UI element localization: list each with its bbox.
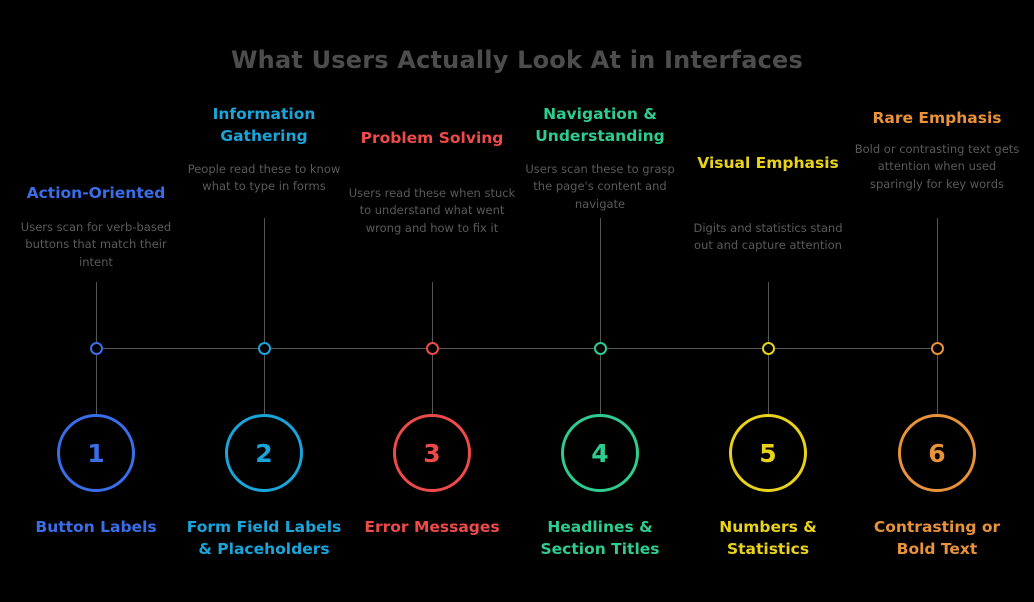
connector-line-lower-3 [431, 348, 433, 414]
step-label-2: Form Field Labels & Placeholders [186, 518, 342, 559]
step-number-circle-3[interactable]: 3 [393, 414, 471, 492]
connector-line-lower-6 [936, 348, 938, 414]
step-number-circle-6[interactable]: 6 [898, 414, 976, 492]
timeline-axis [96, 348, 937, 349]
timeline-marker-6[interactable] [930, 341, 944, 355]
step-number-circle-2[interactable]: 2 [225, 414, 303, 492]
connector-line-4 [599, 218, 601, 348]
step-number-circle-4[interactable]: 4 [561, 414, 639, 492]
step-description-4: Users scan these to grasp the page's con… [525, 162, 675, 211]
step-description-2: People read these to know what to type i… [187, 162, 341, 194]
step-number-circle-1[interactable]: 1 [57, 414, 135, 492]
step-description-3: Users read these when stuck to understan… [348, 186, 516, 235]
connector-line-6 [936, 218, 938, 348]
timeline-marker-1[interactable] [89, 341, 103, 355]
step-heading-5: Visual Emphasis [697, 154, 839, 172]
step-description-6: Bold or contrasting text gets attention … [854, 142, 1020, 191]
connector-line-lower-4 [599, 348, 601, 414]
connector-line-2 [263, 218, 265, 348]
connector-line-5 [767, 282, 769, 348]
step-heading-4: Navigation & Understanding [535, 105, 665, 146]
timeline-marker-2[interactable] [257, 341, 271, 355]
connector-line-lower-1 [95, 348, 97, 414]
timeline-marker-5[interactable] [761, 341, 775, 355]
timeline-marker-3[interactable] [425, 341, 439, 355]
step-description-1: Users scan for verb-based buttons that m… [20, 220, 172, 269]
step-label-4: Headlines & Section Titles [540, 518, 660, 559]
step-heading-3: Problem Solving [360, 129, 504, 147]
connector-line-1 [95, 282, 97, 348]
step-heading-2: Information Gathering [212, 105, 316, 146]
connector-line-lower-5 [767, 348, 769, 414]
step-number-circle-5[interactable]: 5 [729, 414, 807, 492]
connector-line-3 [431, 282, 433, 348]
step-label-3: Error Messages [364, 518, 500, 536]
step-label-1: Button Labels [35, 518, 157, 536]
connector-line-lower-2 [263, 348, 265, 414]
step-heading-1: Action-Oriented [26, 184, 166, 202]
timeline-marker-4[interactable] [593, 341, 607, 355]
page-title: What Users Actually Look At in Interface… [230, 46, 803, 74]
step-heading-6: Rare Emphasis [872, 109, 1002, 127]
step-label-5: Numbers & Statistics [719, 518, 817, 559]
step-description-5: Digits and statistics stand out and capt… [693, 221, 843, 253]
step-label-6: Contrasting or Bold Text [873, 518, 1001, 559]
